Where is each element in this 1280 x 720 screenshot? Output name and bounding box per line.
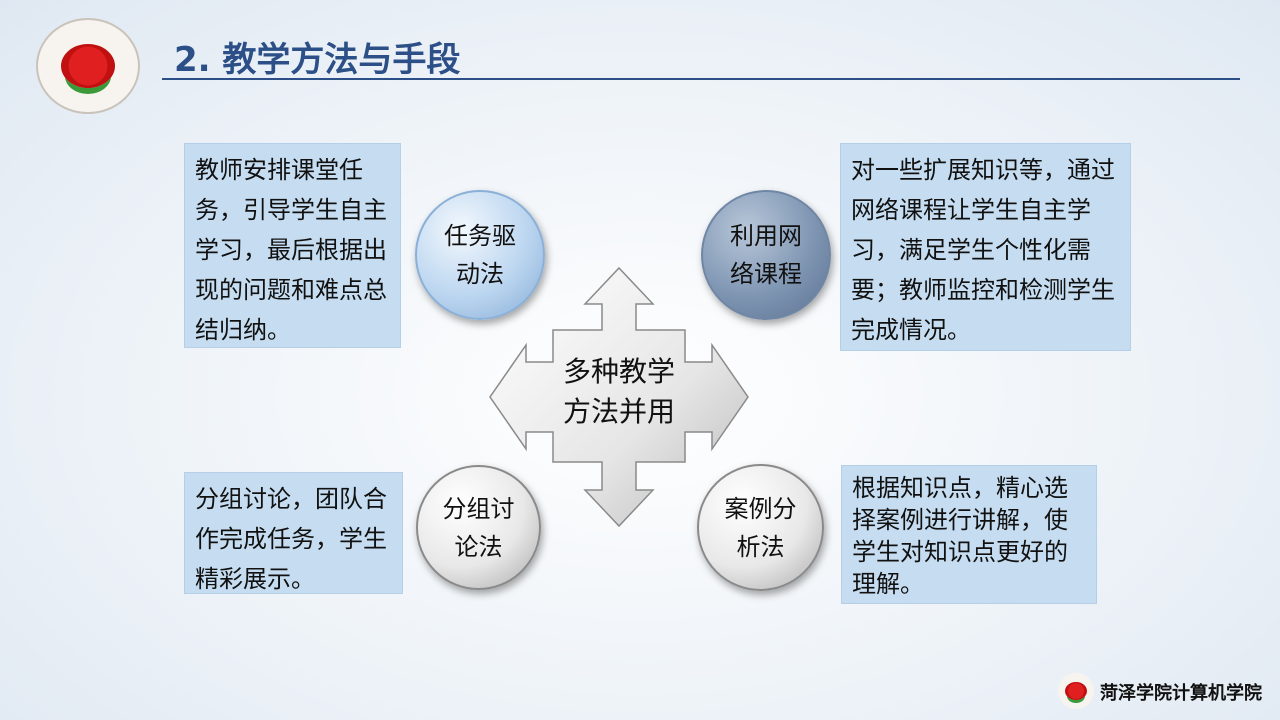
flower-emblem-icon bbox=[61, 44, 115, 88]
title-divider bbox=[162, 78, 1240, 80]
task-driven-description: 教师安排课堂任务，引导学生自主学习，最后根据出现的问题和难点总结归纳。 bbox=[184, 143, 401, 348]
group-discussion-circle: 分组讨论法 bbox=[416, 465, 541, 590]
case-analysis-circle: 案例分析法 bbox=[697, 464, 824, 591]
case-analysis-description: 根据知识点，精心选择案例进行讲解，使学生对知识点更好的理解。 bbox=[841, 465, 1097, 604]
online-course-description: 对一些扩展知识等，通过网络课程让学生自主学习，满足学生个性化需要；教师监控和检测… bbox=[840, 143, 1131, 351]
task-driven-circle: 任务驱动法 bbox=[415, 190, 545, 320]
center-label: 多种教学方法并用 bbox=[562, 355, 675, 428]
group-discussion-description: 分组讨论，团队合作完成任务，学生精彩展示。 bbox=[184, 472, 403, 594]
footer-logo bbox=[1058, 673, 1094, 709]
footer-text: 菏泽学院计算机学院 bbox=[1100, 683, 1262, 704]
footer-flower-icon bbox=[1065, 682, 1087, 700]
online-course-circle: 利用网络课程 bbox=[701, 190, 831, 320]
page-title: 2. 教学方法与手段 bbox=[174, 40, 461, 80]
four-way-arrow-icon bbox=[489, 266, 749, 528]
university-logo bbox=[36, 18, 140, 114]
